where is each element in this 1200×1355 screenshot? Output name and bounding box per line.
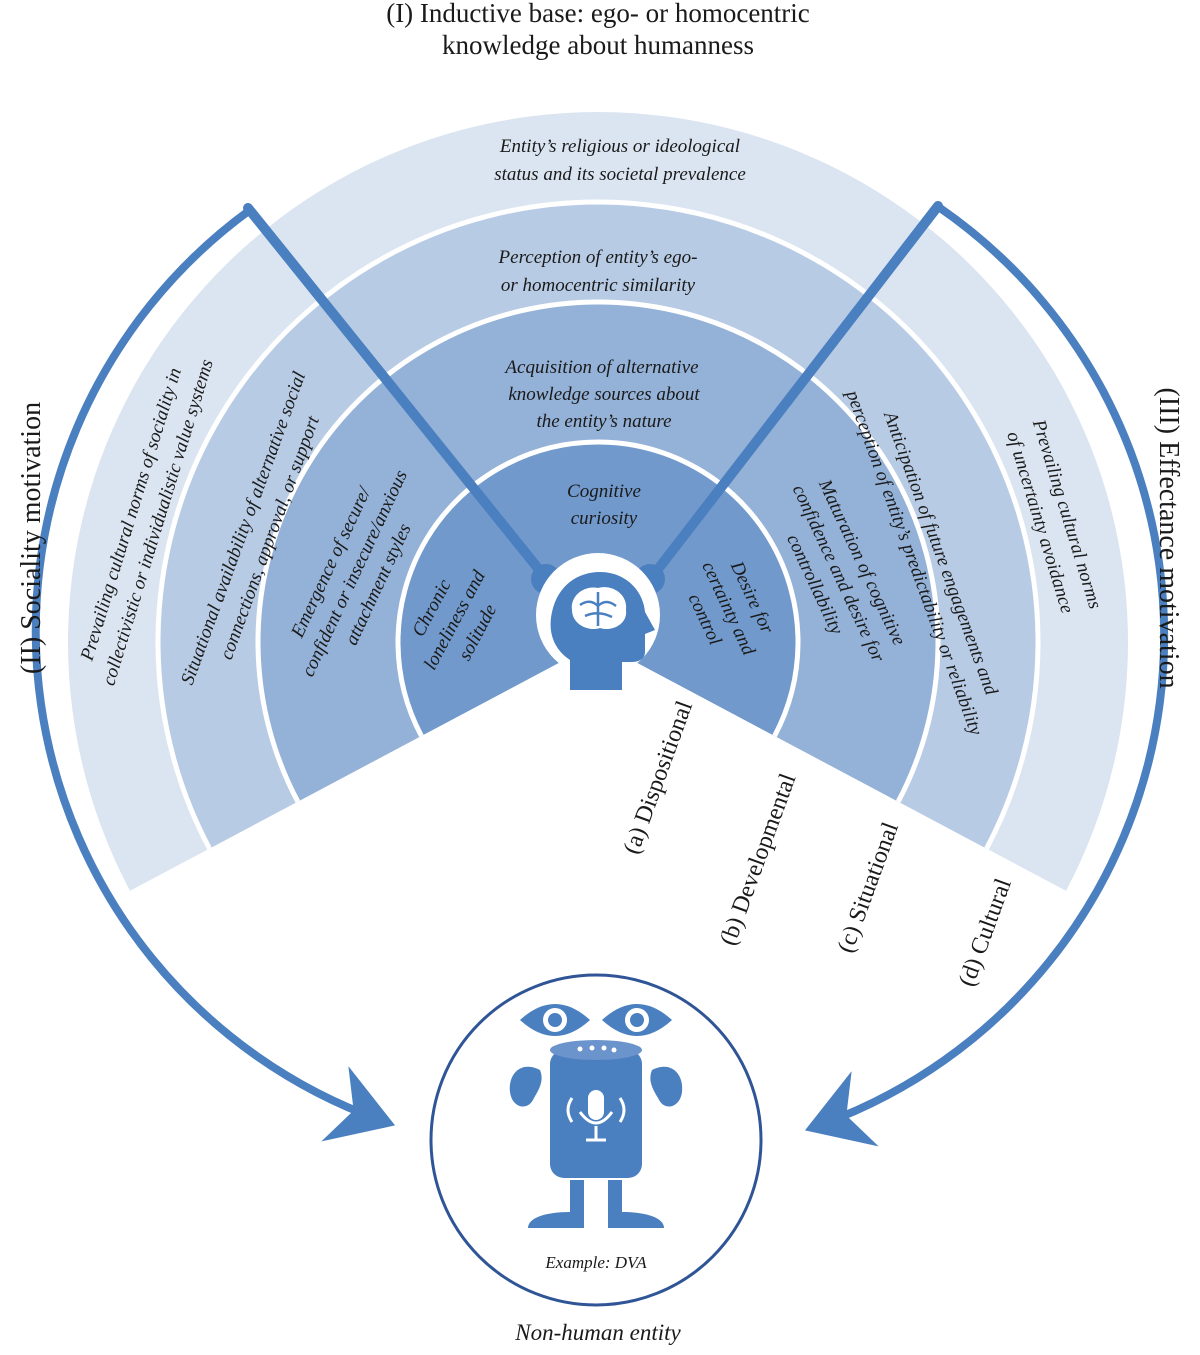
cultural-top-line2: status and its societal prevalence	[494, 164, 746, 185]
effectance-line	[647, 201, 943, 582]
head-brain-icon	[536, 553, 660, 690]
sociality-line	[243, 203, 550, 582]
layer-situational: (c) Situational	[833, 819, 904, 957]
cultural-top-line1: Entity’s religious or ideological	[499, 136, 740, 157]
feet-icon	[528, 1180, 664, 1228]
smart-speaker-icon	[550, 1040, 642, 1178]
ears-icon	[509, 1066, 683, 1107]
sociality-label: (II) Sociality motivation	[16, 402, 47, 674]
layer-cultural: (d) Cultural	[954, 875, 1017, 990]
layer-developmental: (b) Developmental	[715, 770, 801, 949]
developmental-top-line2: knowledge sources about	[508, 384, 700, 405]
sociality-arrow	[31, 206, 396, 1142]
developmental-top-line1: Acquisition of alternative	[503, 357, 698, 378]
developmental-top-line3: the entity’s nature	[536, 411, 671, 432]
layer-dispositional: (a) Dispositional	[619, 697, 698, 857]
eyes-icon	[520, 1004, 672, 1036]
entity-caption: Non-human entity	[514, 1320, 681, 1345]
situational-top-line2: or homocentric similarity	[501, 275, 696, 296]
ring-separator-3	[395, 439, 801, 738]
inductive-base-line1: (I) Inductive base: ego- or homocentric	[386, 0, 810, 28]
dispositional-top-line1: Cognitive	[567, 481, 641, 502]
ring-separator-1	[155, 199, 1041, 850]
non-human-entity: Example: DVA	[429, 973, 763, 1307]
effectance-label: (III) Effectance motivation	[1153, 387, 1184, 688]
situational-top-line1: Perception of entity’s ego-	[498, 247, 698, 268]
ring-separators	[155, 199, 1041, 850]
ring-separator-2	[255, 299, 941, 803]
motivation-lines	[243, 201, 943, 594]
effectance-arrow	[804, 204, 1169, 1147]
top-texts: Entity’s religious or ideological status…	[494, 136, 746, 529]
entity-example: Example: DVA	[544, 1253, 647, 1272]
dispositional-top-line2: curiosity	[571, 508, 638, 529]
inductive-base-line2: knowledge about humanness	[442, 30, 754, 60]
